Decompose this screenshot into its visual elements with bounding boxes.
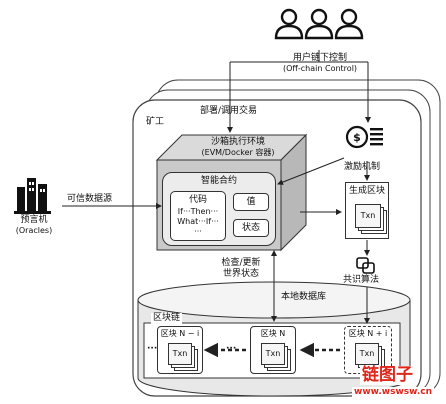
gen-txn-label: Txn — [360, 211, 376, 220]
incentive-label: 激励机制 — [344, 162, 381, 172]
oracle-building-icon — [14, 178, 51, 214]
block-n: 区块 N Txn — [250, 326, 296, 374]
contract-title: 智能合约 — [200, 176, 237, 186]
consensus-icon — [356, 257, 375, 274]
code-line-1: If···Then··· — [177, 207, 219, 216]
db-label: 本地数据库 — [281, 292, 327, 302]
users-label: 用户链下控制 (Off-chain Control) — [282, 53, 358, 73]
block-n-plus-i-txn: Txn — [355, 343, 379, 365]
watermark-logo: 链图子 — [360, 365, 415, 385]
watermark-url: www.wswsw.cn — [352, 387, 435, 398]
value-label: 值 — [246, 197, 256, 207]
incentive-coin-icon: $ — [345, 125, 383, 149]
code-line-2: What···If··· — [177, 217, 219, 226]
block-n-minus-i: 区块 N − i Txn — [157, 326, 203, 374]
generate-block-label: 生成区块 — [348, 186, 385, 196]
value-box: 值 — [233, 193, 269, 211]
block-n-plus-i-label: 区块 N + i — [348, 329, 388, 338]
chain-ellipsis-left: ··· — [147, 344, 158, 354]
code-box: 代码 If···Then··· What···If··· ··· — [170, 191, 226, 241]
sandbox-label: 沙箱执行环境 (EVM/Docker 容器) — [201, 137, 275, 157]
arrow-incentive-to-contract — [277, 157, 345, 185]
oracle-edge-label: 可信数据源 — [67, 194, 113, 204]
deploy-label: 部署/调用交易 — [200, 106, 258, 116]
chain-ellipsis-mid: ··· — [226, 344, 237, 354]
code-title: 代码 — [188, 195, 207, 205]
state-box: 状态 — [233, 219, 269, 237]
block-n-minus-i-txn-label: Txn — [172, 349, 188, 358]
state-label: 状态 — [241, 223, 260, 233]
block-n-label: 区块 N — [260, 329, 286, 338]
consensus-label: 共识算法 — [343, 275, 380, 285]
miner-label: 矿工 — [146, 117, 165, 127]
check-state-label: 检查/更新 世界状态 — [221, 258, 261, 279]
block-n-plus-i-txn-label: Txn — [359, 349, 375, 358]
gen-txn-stack: Txn — [355, 204, 381, 228]
generate-block-box: 生成区块 Txn — [345, 182, 389, 239]
chain-label: 区块链 — [151, 313, 183, 324]
oracle-label: 预言机 (Oracles) — [15, 215, 53, 235]
smart-contract-box: 智能合约 代码 If···Then··· What···If··· ··· 值 … — [162, 172, 276, 246]
users-icon — [274, 8, 364, 40]
block-n-txn: Txn — [261, 343, 285, 365]
block-n-minus-i-label: 区块 N − i — [160, 329, 200, 338]
block-n-minus-i-txn: Txn — [168, 343, 192, 365]
svg-text:$: $ — [353, 131, 361, 144]
code-line-3: ··· — [194, 227, 202, 236]
block-n-txn-label: Txn — [265, 349, 281, 358]
